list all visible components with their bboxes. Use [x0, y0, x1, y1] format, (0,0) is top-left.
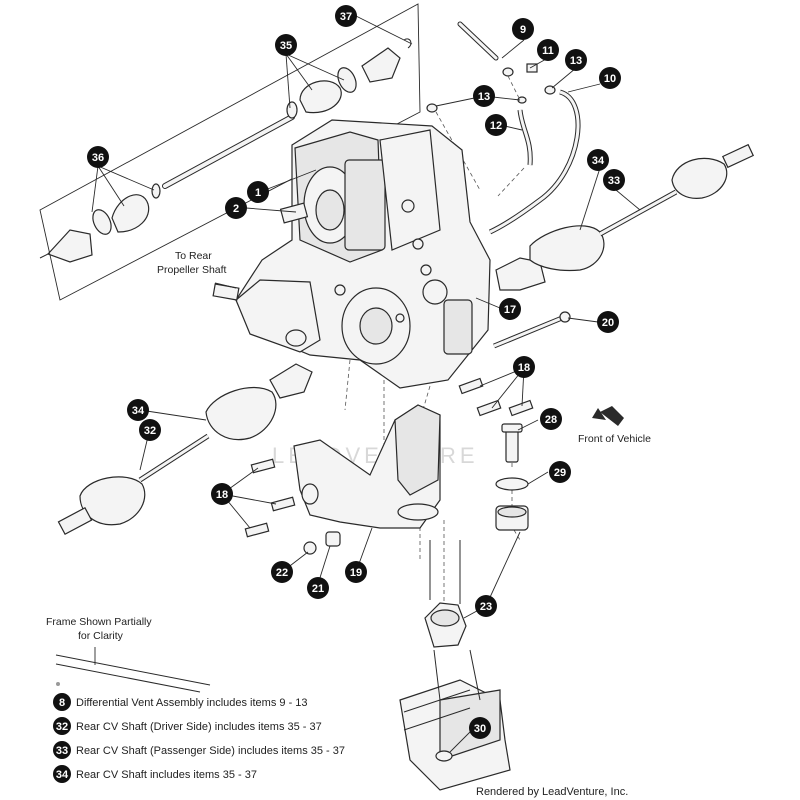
svg-text:37: 37	[340, 11, 352, 23]
svg-text:30: 30	[474, 723, 486, 735]
callout-17: 17	[499, 298, 521, 320]
callout-34-upper: 34	[587, 149, 609, 171]
mounting-bracket	[293, 404, 441, 529]
callout-13-right: 13	[565, 49, 587, 71]
svg-text:13: 13	[478, 91, 490, 103]
svg-text:18: 18	[518, 362, 530, 374]
svg-text:9: 9	[520, 24, 526, 36]
front-of-vehicle-label: Front of Vehicle	[578, 433, 651, 445]
svg-text:33: 33	[608, 175, 620, 187]
callout-1: 1	[247, 181, 269, 203]
svg-text:10: 10	[604, 73, 616, 85]
svg-text:34: 34	[132, 405, 145, 417]
svg-text:35: 35	[280, 40, 292, 52]
svg-text:19: 19	[350, 567, 362, 579]
callout-28: 28	[540, 408, 562, 430]
bolt-20	[493, 311, 571, 349]
svg-text:18: 18	[216, 489, 228, 501]
svg-text:29: 29	[554, 467, 566, 479]
legend: 8 Differential Vent Assembly includes it…	[53, 693, 345, 783]
svg-text:34: 34	[592, 155, 605, 167]
rear-cv-shaft-driver	[57, 363, 313, 536]
callout-35: 35	[275, 34, 297, 56]
svg-text:23: 23	[480, 601, 492, 613]
rear-cv-shaft-passenger	[495, 143, 755, 291]
mount-hardware	[303, 423, 529, 555]
legend-item-33: 33 Rear CV Shaft (Passenger Side) includ…	[53, 741, 345, 759]
svg-text:20: 20	[602, 317, 614, 329]
svg-text:13: 13	[570, 55, 582, 67]
transaxle-housing	[212, 119, 491, 389]
rear-propeller-label-line1: To Rear	[175, 250, 212, 262]
callout-2: 2	[225, 197, 247, 219]
frame-label-line2: for Clarity	[78, 630, 124, 642]
legend-item-8: 8 Differential Vent Assembly includes it…	[53, 693, 308, 711]
cv-shaft-exploded-box	[39, 3, 421, 301]
svg-text:12: 12	[490, 120, 502, 132]
svg-text:Rear CV Shaft includes items 3: Rear CV Shaft includes items 35 - 37	[76, 769, 257, 781]
callout-33: 33	[603, 169, 625, 191]
leader-lines	[91, 15, 641, 753]
callout-37: 37	[335, 5, 357, 27]
legend-item-32: 32 Rear CV Shaft (Driver Side) includes …	[53, 717, 322, 735]
callout-9: 9	[512, 18, 534, 40]
svg-text:11: 11	[542, 45, 554, 57]
callout-20: 20	[597, 311, 619, 333]
svg-text:Differential Vent Assembly inc: Differential Vent Assembly includes item…	[76, 697, 308, 709]
svg-text:28: 28	[545, 414, 557, 426]
rear-propeller-label-line2: Propeller Shaft	[157, 264, 227, 276]
callout-30: 30	[469, 717, 491, 739]
svg-text:17: 17	[504, 304, 516, 316]
callout-23: 23	[475, 595, 497, 617]
svg-text:Rear CV Shaft (Driver Side) in: Rear CV Shaft (Driver Side) includes ite…	[76, 721, 322, 733]
svg-text:36: 36	[92, 152, 104, 164]
svg-text:32: 32	[56, 721, 68, 733]
svg-text:32: 32	[144, 425, 156, 437]
front-arrow	[592, 406, 624, 426]
callout-34-lower: 34	[127, 399, 149, 421]
render-credit: Rendered by LeadVenture, Inc.	[476, 786, 628, 798]
callout-18-left: 18	[211, 483, 233, 505]
callouts: 37 35 36 9 11 13 13 10 12 1 2 34 33 17 2…	[87, 5, 625, 739]
svg-text:34: 34	[56, 769, 69, 781]
svg-text:Rear CV Shaft (Passenger Side): Rear CV Shaft (Passenger Side) includes …	[76, 745, 345, 757]
callout-13-left: 13	[473, 85, 495, 107]
svg-text:22: 22	[276, 567, 288, 579]
frame-label-line1: Frame Shown Partially	[46, 616, 152, 628]
vent-parts	[426, 21, 581, 235]
legend-item-34: 34 Rear CV Shaft includes items 35 - 37	[53, 765, 257, 783]
callout-36: 36	[87, 146, 109, 168]
callout-22: 22	[271, 561, 293, 583]
svg-text:21: 21	[312, 583, 324, 595]
callout-29: 29	[549, 461, 571, 483]
frame-section	[55, 540, 511, 791]
svg-text:8: 8	[59, 697, 65, 709]
callout-11: 11	[537, 39, 559, 61]
callout-19: 19	[345, 561, 367, 583]
callout-32: 32	[139, 419, 161, 441]
callout-18-right: 18	[513, 356, 535, 378]
callout-10: 10	[599, 67, 621, 89]
svg-text:1: 1	[255, 187, 261, 199]
callout-12: 12	[485, 114, 507, 136]
svg-text:2: 2	[233, 203, 239, 215]
callout-21: 21	[307, 577, 329, 599]
svg-text:33: 33	[56, 745, 68, 757]
